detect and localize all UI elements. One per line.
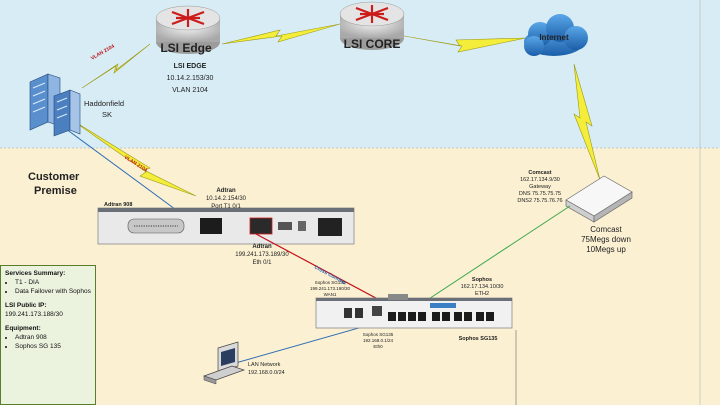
comcast-ip-label-4: DNS 75.75.75.75 bbox=[519, 191, 561, 197]
lsi-core-router-icon bbox=[339, 1, 405, 50]
lan-network-label-1: LAN Network bbox=[248, 362, 281, 368]
adtran-port1-label-1: Adtran bbox=[216, 188, 236, 194]
adtran-908-chassis bbox=[97, 207, 355, 245]
services-list: T1 - DIA Data Failover with Sophos bbox=[5, 278, 91, 296]
sophos-wan-label-1: Sophos bbox=[472, 277, 492, 283]
comcast-modem-label-2: 75Megs down bbox=[581, 235, 631, 244]
lan-network-label-2: 192.168.0.0/24 bbox=[248, 370, 285, 376]
lsi-edge-router-icon bbox=[155, 5, 221, 54]
haddonfield-label-1: Haddonfield bbox=[84, 99, 124, 108]
sophos-wan1-label-2: 199.241.173.190/30 bbox=[310, 286, 351, 291]
comcast-modem-label-3: 10Megs up bbox=[586, 245, 626, 254]
adtran-port1-label-2: 10.14.2.154/30 bbox=[206, 196, 247, 202]
sophos-sg135-appliance bbox=[315, 294, 513, 329]
lan-computer-icon bbox=[202, 341, 246, 385]
comcast-sophos-link bbox=[411, 205, 571, 311]
lsi-edge-title: LSI Edge bbox=[160, 41, 212, 55]
sophos-wan-label-3: ETH2 bbox=[475, 291, 489, 297]
sophos-wan1-label-3: WAN1 bbox=[324, 292, 337, 297]
internet-cloud-icon bbox=[524, 14, 588, 56]
lsi-public-ip-value: 199.241.173.188/30 bbox=[5, 311, 63, 318]
lsi-core-title: LSI CORE bbox=[344, 37, 401, 51]
sophos-lan-label-2: 192.168.0.1/24 bbox=[363, 338, 394, 343]
equipment-item: Sophos SG 135 bbox=[15, 342, 91, 351]
equipment-item: Adtran 908 bbox=[15, 333, 91, 342]
sophos-lan-label-3: Eth0 bbox=[373, 344, 383, 349]
haddonfield-server-icon bbox=[29, 73, 81, 137]
customer-premise-label-1: Customer bbox=[28, 171, 80, 183]
comcast-ip-label-2: 162.17.134.9/30 bbox=[520, 177, 560, 183]
lsi-public-ip-title: LSI Public IP: bbox=[5, 302, 47, 309]
customer-premise-label-2: Premise bbox=[34, 185, 77, 197]
vlan-top-lightning bbox=[81, 43, 151, 89]
services-item: T1 - DIA bbox=[15, 278, 91, 287]
adtran-port2-label-1: Adtran bbox=[252, 244, 272, 250]
comcast-ip-label-5: DNS2 75.75.76.76 bbox=[517, 198, 562, 204]
comcast-modem-icon bbox=[565, 175, 633, 223]
services-summary-title: Services Summary: bbox=[5, 270, 66, 277]
sophos-lan-label-1: Sophos SG135 bbox=[363, 332, 394, 337]
haddonfield-label-2: SK bbox=[102, 110, 112, 119]
sophos-model-label: Sophos SG135 bbox=[459, 336, 498, 342]
services-item: Data Failover with Sophos bbox=[15, 287, 91, 296]
internet-title: Internet bbox=[539, 33, 569, 42]
adtran-port2-label-2: 199.241.173.189/30 bbox=[235, 252, 289, 258]
adtran-port2-label-3: Eth 0/1 bbox=[252, 260, 272, 266]
comcast-modem-label-1: Comcast bbox=[590, 225, 622, 234]
equipment-list: Adtran 908 Sophos SG 135 bbox=[5, 333, 91, 351]
comcast-ip-label-3: Gateway bbox=[529, 184, 551, 190]
adtran-chassis-title: Adtran 908 bbox=[104, 202, 132, 208]
sophos-wan1-label-1: Sophos SG135 bbox=[315, 280, 346, 285]
equipment-title: Equipment: bbox=[5, 325, 41, 332]
lsi-edge-label-3: VLAN 2104 bbox=[172, 87, 208, 94]
comcast-ip-label-1: Comcast bbox=[528, 170, 551, 176]
adtran-port1-label-3: Port T1 0/1 bbox=[211, 204, 241, 210]
services-summary-panel: Services Summary: T1 - DIA Data Failover… bbox=[0, 265, 96, 405]
vlan-mid-lightning bbox=[71, 119, 197, 197]
lsi-edge-label-2: 10.14.2.153/30 bbox=[167, 75, 214, 82]
lsi-edge-label-1: LSI EDGE bbox=[174, 63, 207, 70]
sophos-wan-label-2: 162.17.134.10/30 bbox=[461, 284, 504, 290]
